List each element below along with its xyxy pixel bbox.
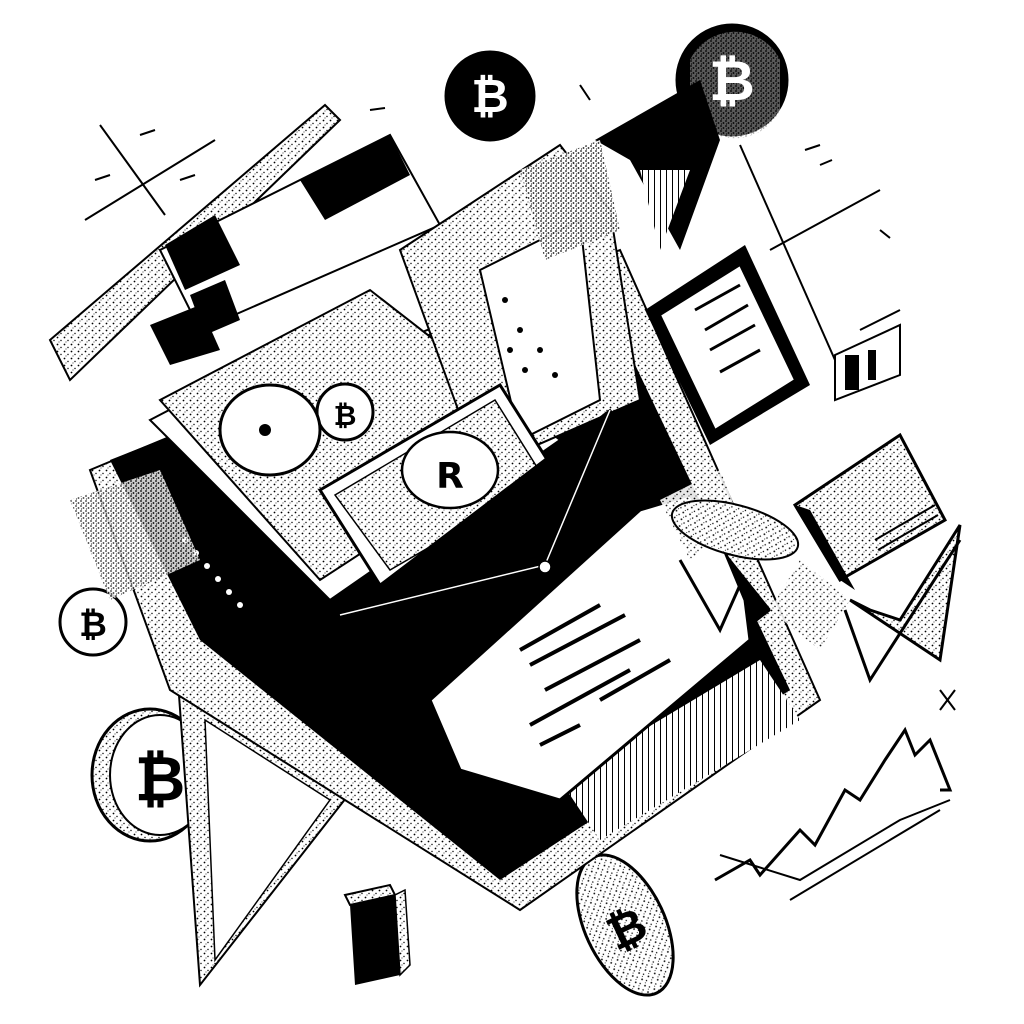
svg-text:₿: ₿: [471, 69, 509, 123]
bitcoin-coin-top-center: ₿: [444, 50, 536, 142]
paper-sheet-bottom-left: [173, 637, 362, 988]
svg-text:₿: ₿: [79, 605, 107, 645]
svg-text:₿: ₿: [709, 49, 755, 114]
svg-text:₿: ₿: [135, 742, 186, 815]
coin-pouch: [670, 499, 800, 561]
bitcoin-coin-bottom: ₿: [575, 853, 675, 997]
candlestick-bars-right: [834, 323, 901, 402]
sketch-lines-top-right: [739, 144, 901, 361]
candlestick-bars-top-left: [48, 103, 442, 382]
bitcoin-coin-wallet: ₿: [315, 382, 375, 442]
cube-block: [792, 432, 948, 590]
sketch-lines-top-left: [84, 84, 591, 221]
svg-text:₿: ₿: [334, 399, 357, 432]
phone-card: [645, 245, 810, 445]
plus-mark: [939, 689, 956, 711]
trend-chart-line: [714, 726, 953, 901]
checkmark: [843, 524, 962, 684]
bitcoin-coin-left-small: ₿: [58, 587, 128, 657]
svg-text:R: R: [436, 456, 464, 497]
coin-stack-left: [218, 383, 322, 477]
gold-bar: [343, 883, 411, 985]
